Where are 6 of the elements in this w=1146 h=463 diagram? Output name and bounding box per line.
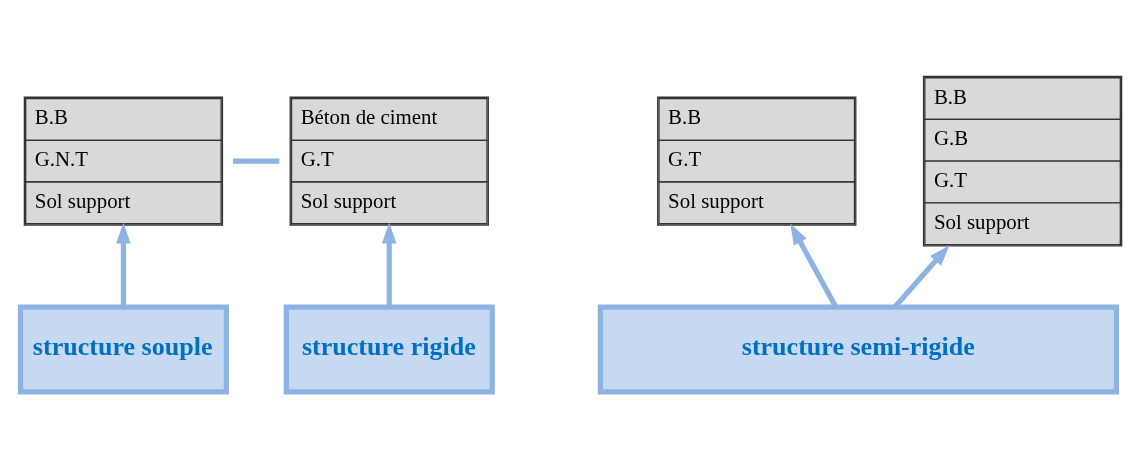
arrow (381, 222, 397, 307)
arrow (116, 222, 131, 307)
node-box: structure rigide (283, 304, 495, 395)
node-box: structure souple (17, 304, 229, 395)
node-box: structure semi-rigide (597, 304, 1119, 395)
connector (232, 158, 280, 164)
